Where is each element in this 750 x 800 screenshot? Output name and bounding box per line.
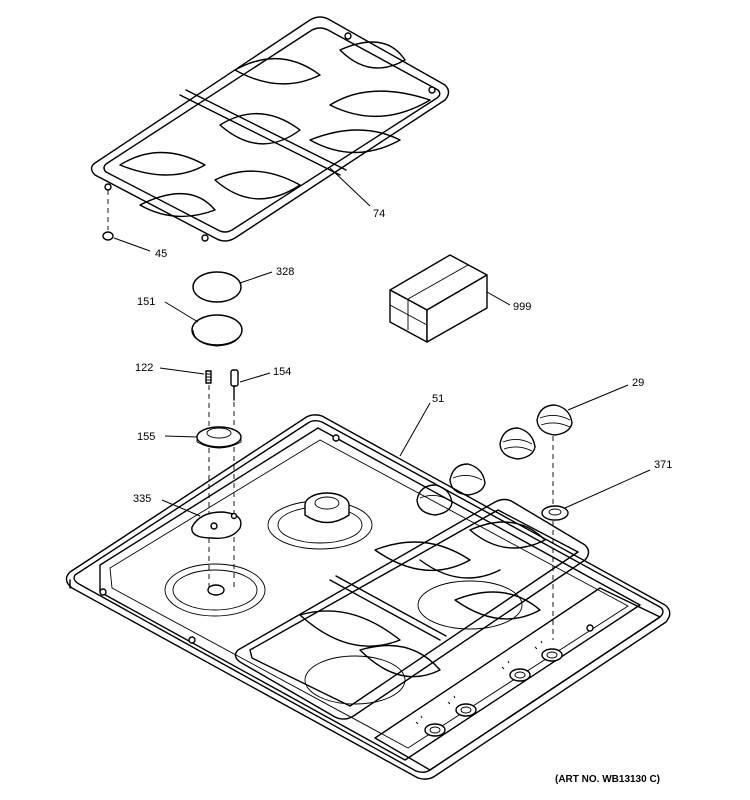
callout-45: 45 [155,248,167,260]
callout-155: 155 [137,431,155,443]
knob-d [416,484,453,516]
callout-51: 51 [432,393,444,405]
screw-122 [205,370,212,384]
cooktop-51 [65,414,671,780]
knob-29-b [499,427,536,460]
burner-cap-151 [191,314,243,346]
callout-151: 151 [137,296,155,308]
burner-base-335 [191,511,242,539]
callout-154: 154 [273,366,291,378]
box-999 [389,254,488,343]
callout-335: 335 [133,493,151,505]
burner-head-155 [196,426,242,449]
callout-328: 328 [276,266,294,278]
callout-999: 999 [513,301,531,313]
knob-c [449,463,486,496]
callout-29: 29 [632,377,644,389]
burner-cap-328 [192,271,242,303]
knob-29-a [536,404,573,436]
grate-74 [90,16,450,242]
art-number: (ART NO. WB13130 C) [555,774,660,785]
callout-122: 122 [135,362,153,374]
knob-ring-371 [541,505,569,521]
callout-371: 371 [654,459,672,471]
grate-foot-45 [102,231,114,241]
electrode-154 [230,369,239,401]
cooktop-grate [234,498,590,720]
callout-74: 74 [373,208,385,220]
